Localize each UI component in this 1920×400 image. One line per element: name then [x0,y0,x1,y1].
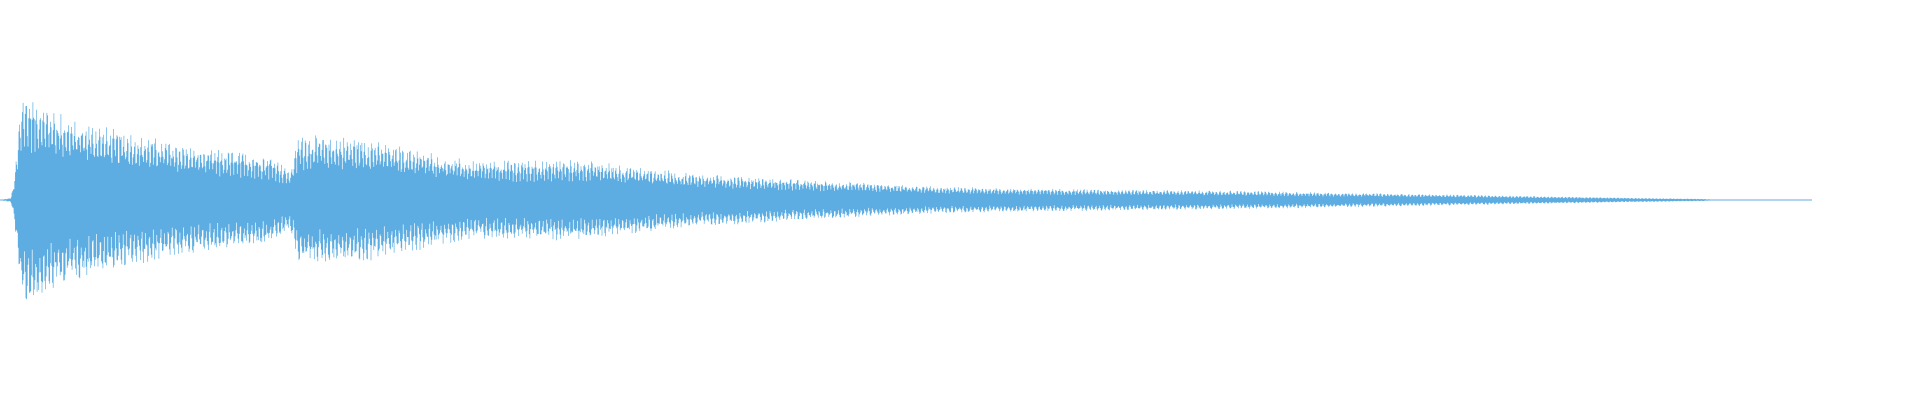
waveform-core [0,150,1715,250]
waveform-lines [0,102,1715,300]
